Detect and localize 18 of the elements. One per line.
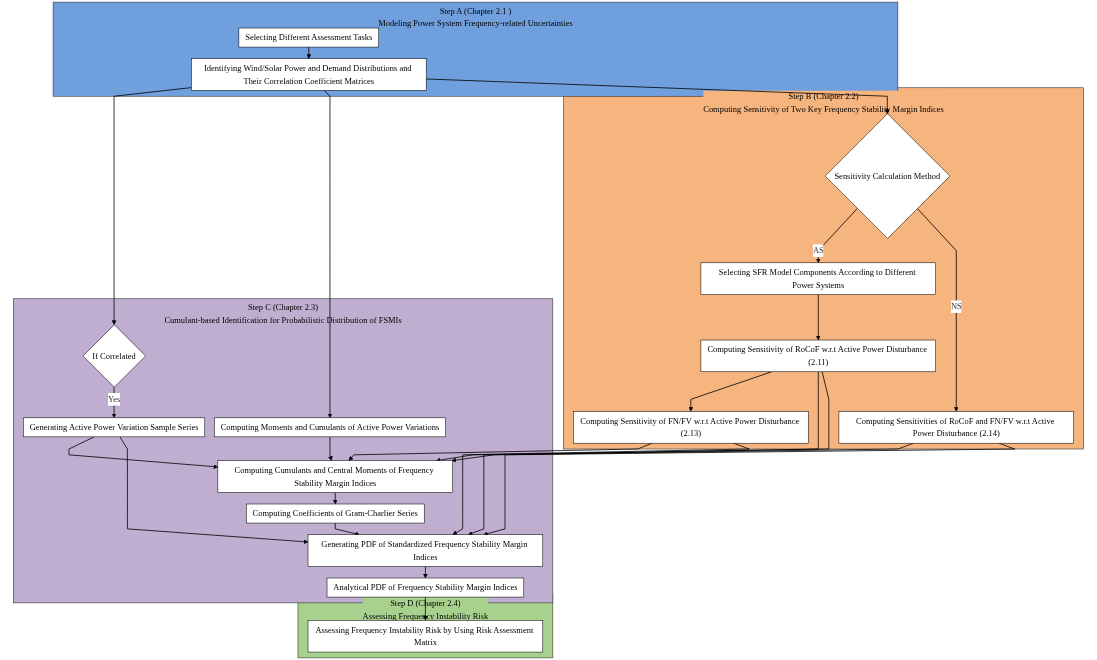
node-box: Identifying Wind/Solar Power and Demand Distributions and Their Correlation Coefficient Matrices bbox=[191, 58, 427, 91]
node-box: Assessing Frequency Instability Risk by Using Risk Assessment Matrix bbox=[307, 620, 544, 653]
node-box: Selecting SFR Model Components According to Different Power Systems bbox=[700, 262, 936, 295]
node-diamond: If Correlated bbox=[82, 324, 146, 388]
node-box: Computing Cumulants and Central Moments of Frequency Stability Margin Indices bbox=[217, 460, 453, 493]
edge-label: Yes bbox=[107, 394, 121, 404]
node-box: Computing Sensitivity of RoCoF w.r.t Active Power Disturbance (2.11) bbox=[700, 339, 936, 373]
node-box: Computing Sensitivities of RoCoF and FN/FV w.r.t Active Power Disturbance (2.14) bbox=[838, 411, 1074, 444]
edge-label: NS bbox=[950, 301, 962, 311]
node-box: Analytical PDF of Frequency Stability Margin Indices bbox=[326, 577, 525, 598]
node-box: Computing Sensitivity of FN/FV w.r.t Active Power Disturbance (2.13) bbox=[573, 411, 809, 444]
node-box: Selecting Different Assessment Tasks bbox=[238, 27, 379, 48]
node-box: Generating Active Power Variation Sample Series bbox=[23, 417, 206, 438]
node-box: Computing Moments and Cumulants of Active Power Variations bbox=[214, 417, 446, 438]
node-box: Computing Coefficients of Gram-Charlier Series bbox=[246, 503, 425, 524]
edge-label: AS bbox=[812, 245, 824, 255]
node-box: Generating PDF of Standardized Frequency Stability Margin Indices bbox=[307, 534, 544, 567]
node-diamond: Sensitivity Calculation Method bbox=[824, 113, 951, 239]
